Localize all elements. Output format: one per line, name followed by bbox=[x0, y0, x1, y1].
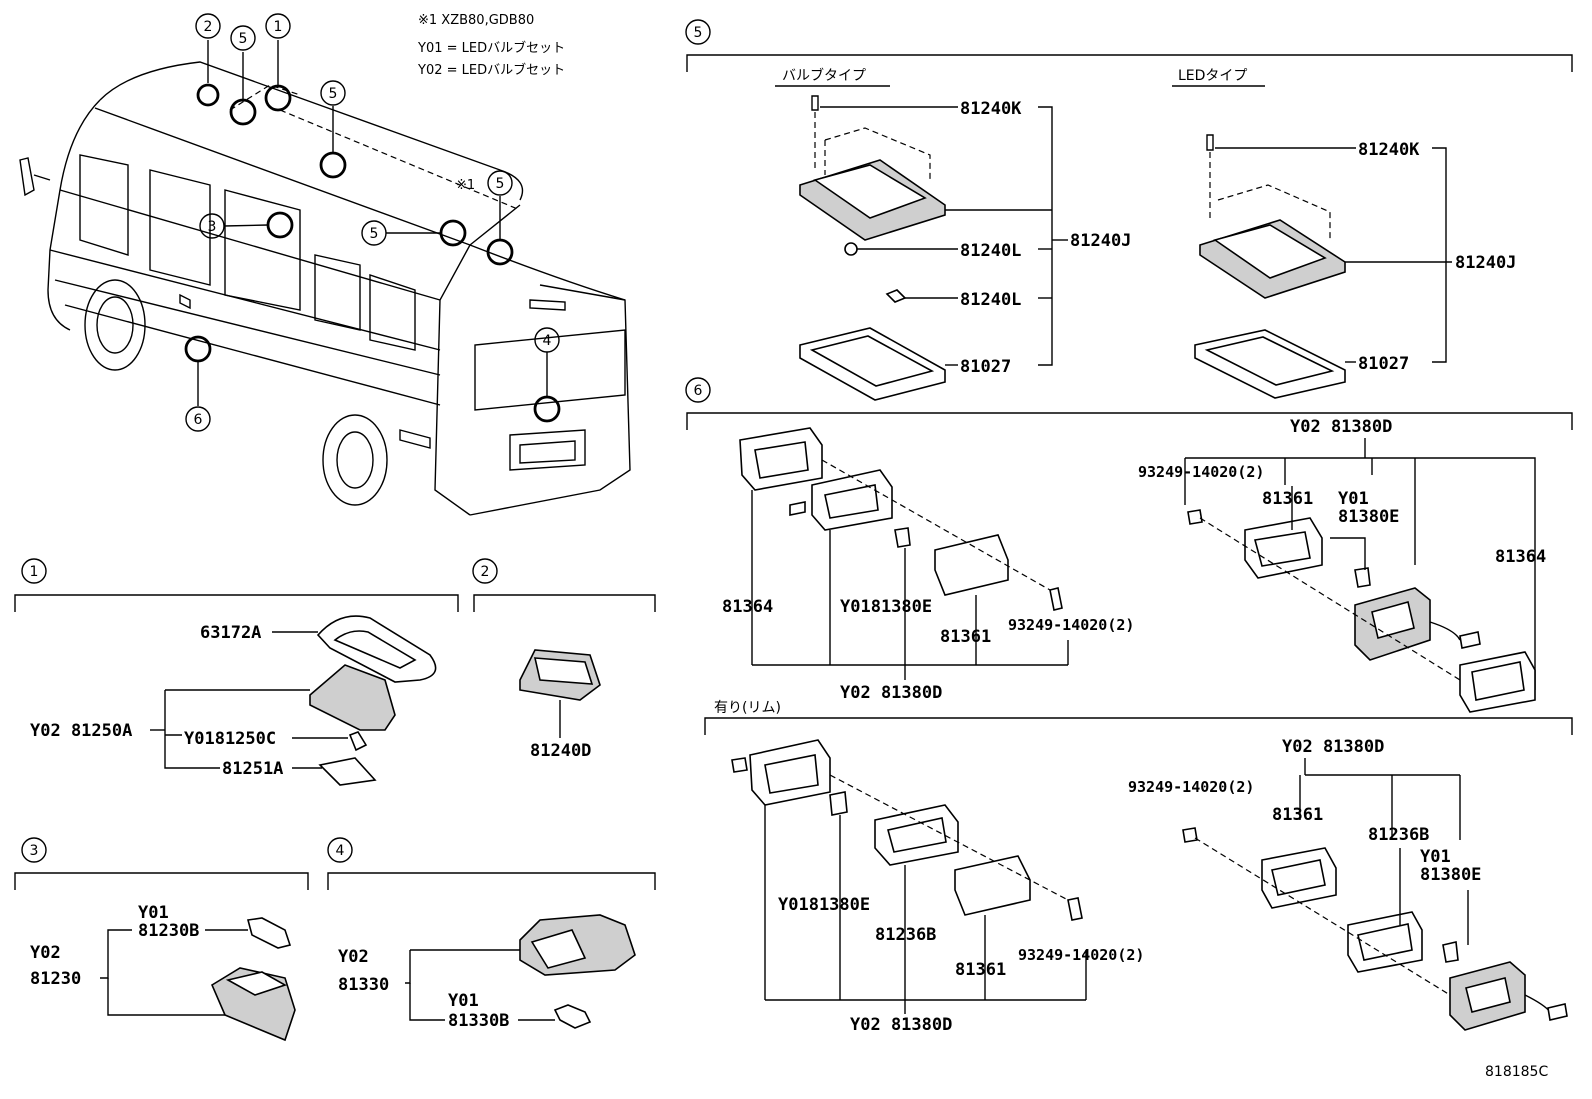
diagram-id: 818185C bbox=[1485, 1064, 1548, 1080]
br-bulb: 81380E bbox=[1420, 865, 1481, 885]
section-4-callout: 4 bbox=[336, 843, 345, 859]
model-note: ※1 XZB80,GDB80 bbox=[418, 13, 534, 28]
part-81240J-led: 81240J bbox=[1455, 253, 1516, 273]
tl-screw: 93249-14020(2) bbox=[1008, 616, 1134, 634]
sec1-cover: 63172A bbox=[200, 623, 261, 643]
sec2-lamp: 81240D bbox=[530, 741, 591, 761]
part-81240L: 81240L bbox=[960, 290, 1021, 310]
callout-2: 2 bbox=[204, 19, 213, 35]
tr-screw: 93249-14020(2) bbox=[1138, 463, 1264, 481]
tr-y01: Y01 bbox=[1338, 489, 1369, 509]
part-81240L: 81240L bbox=[960, 241, 1021, 261]
section-1-callout: 1 bbox=[30, 564, 39, 580]
callout-6: 6 bbox=[194, 412, 203, 428]
y02-note: Y02 = LEDバルブセット bbox=[417, 62, 565, 78]
section-5-callout: 5 bbox=[694, 25, 703, 41]
sec4-y01: Y01 bbox=[448, 991, 479, 1011]
sec3-y01: Y01 bbox=[138, 903, 169, 923]
part-81027-led: 81027 bbox=[1358, 354, 1409, 374]
section-2-callout: 2 bbox=[481, 564, 490, 580]
sec4-y02: Y02 bbox=[338, 947, 369, 967]
callout-5: 5 bbox=[496, 176, 505, 192]
led-type-label: LEDタイプ bbox=[1178, 68, 1247, 84]
sec1-parent: Y02 81250A bbox=[30, 721, 132, 741]
sec3-bulb: 81230B bbox=[138, 921, 199, 941]
br-lens: 81361 bbox=[1272, 805, 1323, 825]
section-2: 2 81240D bbox=[472, 558, 656, 761]
y01-note: Y01 = LEDバルブセット bbox=[417, 40, 565, 56]
bl-rim: 81236B bbox=[875, 925, 936, 945]
callout-5: 5 bbox=[239, 31, 248, 47]
callout-5: 5 bbox=[329, 86, 338, 102]
bus-illustration bbox=[19, 40, 631, 516]
br-y01: Y01 bbox=[1420, 847, 1451, 867]
tl-bulb: Y0181380E bbox=[840, 597, 932, 617]
callout-1: 1 bbox=[274, 19, 283, 35]
tl-gasket: 81364 bbox=[722, 597, 773, 617]
section-3-callout: 3 bbox=[30, 843, 39, 859]
bl-parent: Y02 81380D bbox=[850, 1015, 952, 1035]
bl-screw: 93249-14020(2) bbox=[1018, 946, 1144, 964]
tr-bulb: 81380E bbox=[1338, 507, 1399, 527]
bus-callouts: 2 5 1 5 3 5 5 ※1 6 4 bbox=[185, 13, 560, 432]
bl-bulb: Y0181380E bbox=[778, 895, 870, 915]
bulb-type-label: バルブタイプ bbox=[782, 67, 866, 84]
bl-lens: 81361 bbox=[955, 960, 1006, 980]
section-4: 4 Y02 81330 Y01 81330B bbox=[327, 837, 656, 1031]
callout-4: 4 bbox=[543, 333, 552, 349]
note-marker: ※1 bbox=[456, 178, 475, 193]
sec3-y02: Y02 bbox=[30, 943, 61, 963]
callout-3: 3 bbox=[208, 219, 217, 235]
section-5: 5 バルブタイプ LEDタイプ 81240K 81240L 81240L 810… bbox=[685, 19, 1573, 401]
section-6: 6 81364 Y0181380E 81361 93249-14020(2) Y… bbox=[685, 377, 1573, 1035]
br-rim: 81236B bbox=[1368, 825, 1429, 845]
section-1: 1 63172A Y02 81250A Y0181250C 81251A bbox=[14, 558, 459, 786]
br-screw: 93249-14020(2) bbox=[1128, 778, 1254, 796]
part-81027: 81027 bbox=[960, 357, 1011, 377]
sec4-bulb: 81330B bbox=[448, 1011, 509, 1031]
callout-5: 5 bbox=[370, 226, 379, 242]
tr-lens: 81361 bbox=[1262, 489, 1313, 509]
sec1-bracket: 81251A bbox=[222, 759, 283, 779]
tl-lens: 81361 bbox=[940, 627, 991, 647]
tr-gasket: 81364 bbox=[1495, 547, 1546, 567]
section-6-callout: 6 bbox=[694, 383, 703, 399]
part-81240K: 81240K bbox=[960, 99, 1022, 119]
br-parent: Y02 81380D bbox=[1282, 737, 1384, 757]
part-81240K-led: 81240K bbox=[1358, 140, 1420, 160]
section-3: 3 Y02 81230 Y01 81230B bbox=[14, 837, 309, 1042]
tl-parent: Y02 81380D bbox=[840, 683, 942, 703]
sec4-parent: 81330 bbox=[338, 975, 389, 995]
sec1-bulb: Y0181250C bbox=[184, 729, 276, 749]
rim-label: 有り(リム) bbox=[714, 700, 781, 716]
part-81240J: 81240J bbox=[1070, 231, 1131, 251]
tr-parent: Y02 81380D bbox=[1290, 417, 1392, 437]
sec3-parent: 81230 bbox=[30, 969, 81, 989]
